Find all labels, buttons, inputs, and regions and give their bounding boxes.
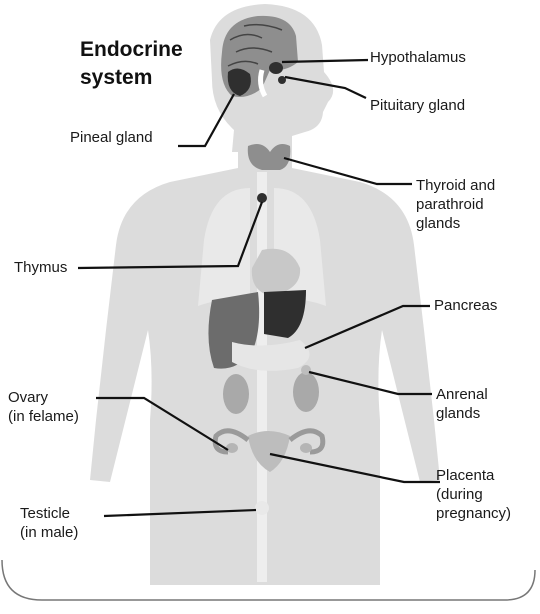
label-placenta: Placenta (during pregnancy) [436, 466, 511, 523]
label-pancreas: Pancreas [434, 296, 497, 315]
adrenal-gland [301, 365, 311, 375]
trachea-spine [257, 172, 267, 582]
thymus-gland [257, 193, 267, 203]
label-testicle: Testicle (in male) [20, 504, 78, 542]
label-pineal-gland: Pineal gland [70, 128, 153, 147]
label-ovary: Ovary (in felame) [8, 388, 79, 426]
label-thyroid-glands: Thyroid and parathroid glands [416, 176, 495, 233]
label-pituitary-gland: Pituitary gland [370, 96, 465, 115]
label-hypothalamus: Hypothalamus [370, 48, 466, 67]
label-thymus: Thymus [14, 258, 67, 277]
testicle-organ [255, 501, 269, 515]
label-adrenal-glands: Anrenal glands [436, 385, 488, 423]
diagram-title: Endocrine system [80, 36, 183, 92]
